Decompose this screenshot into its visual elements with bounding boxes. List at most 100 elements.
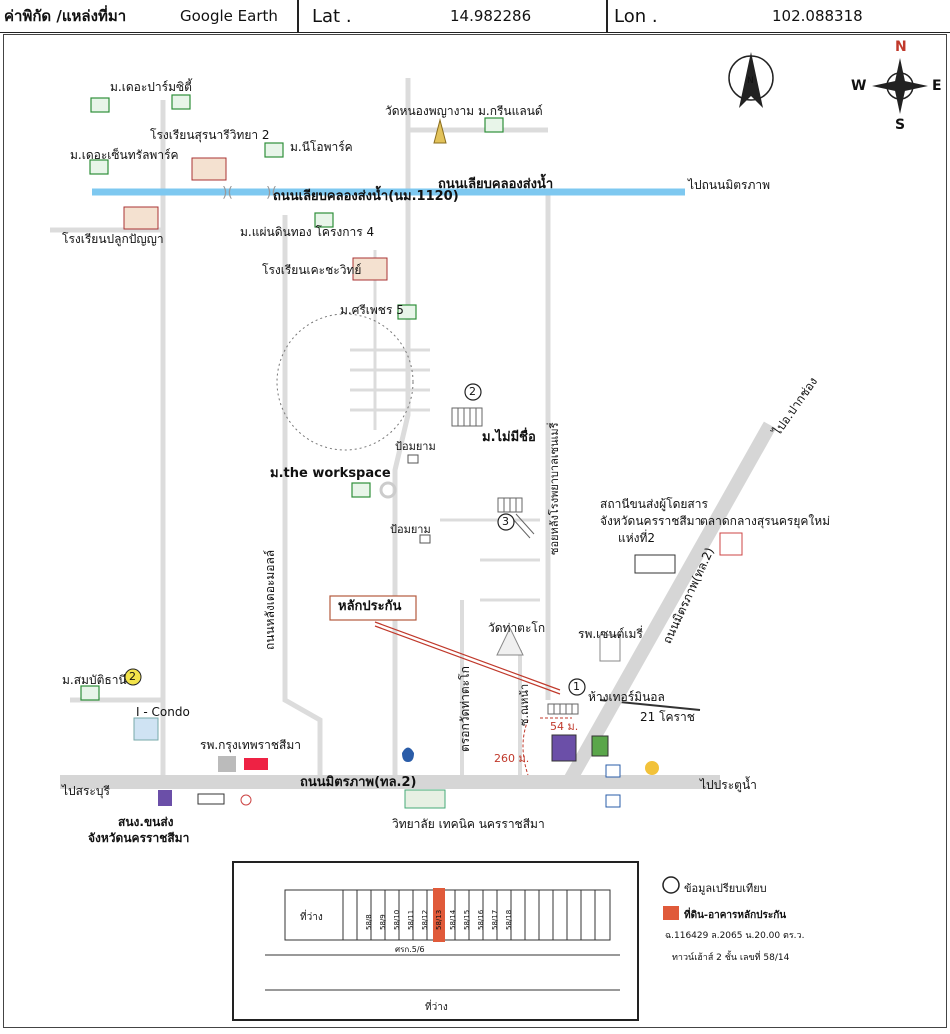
inset-unit-label: 58/17 [491, 909, 499, 930]
legend-desc: ทาวน์เฮ้าส์ 2 ชั้น เลขที่ 58/14 [672, 953, 790, 963]
soi-label: ซ.ณหน้า [518, 683, 531, 726]
compass-s: S [895, 117, 906, 133]
mittraphap-label: ถนนมิตรภาพ(ทล.2) [300, 775, 417, 790]
collateral-leader [374, 621, 561, 691]
house-icons [80, 94, 504, 701]
hospital-icon [599, 634, 621, 662]
road-line [440, 518, 540, 602]
place-label: I - Condo [136, 705, 190, 719]
place-label: โรงเรียนปลูกปัญญา [62, 232, 164, 246]
gas-station-icon [402, 747, 414, 762]
place-label: ม.กรีนแลนด์ [478, 104, 543, 118]
source-label: ค่าพิกัด /แหล่งที่มา [4, 7, 127, 25]
to-pratunam-label: ไปประตูน้ำ [700, 778, 757, 792]
inset-unit-label: 58/14 [449, 909, 457, 930]
guard-post-icon [407, 454, 419, 464]
inset-unit-label: 58/16 [477, 909, 485, 930]
compass-small-n: N [747, 76, 754, 86]
compass-small-icon [728, 52, 774, 108]
inset-unit-label: 58/11 [407, 909, 415, 930]
shop-icon [240, 794, 252, 806]
place-label: วัดท่าตะโก [488, 621, 546, 635]
header-divider [297, 0, 299, 32]
inset-unit-label: 58/8 [365, 914, 373, 930]
road-line [392, 78, 411, 775]
roundabout [379, 481, 397, 499]
inset-soi-label: ศรก.5/6 [395, 945, 425, 954]
header-bar: ค่าพิกัด /แหล่งที่มา Google Earth Lat . … [0, 0, 950, 33]
place-label: รพ.เซนต์เมรี่ [578, 627, 643, 641]
place-label: จังหวัดนครราชสีมา [88, 831, 190, 845]
chokchai-road-label: ซอยหลังโรงพยาบาลเซนเมรี่ [548, 422, 561, 555]
map-frame [3, 34, 947, 1028]
distance-label: 260 ม. [494, 752, 530, 765]
canal-road-label-2: ถนนเลียบคลองส่งน้ำ(นม.1120) [273, 189, 459, 204]
inset-vacant-bottom: ที่ว่าง [425, 1002, 448, 1013]
place-label: ม.เดอะปาร์มซิตี้ [110, 80, 192, 94]
to-saraburi-label: ไปสระบุรี [62, 784, 110, 798]
distance-arrow [522, 719, 529, 776]
compass-n: N [895, 39, 907, 55]
place-label: 21 โคราช [640, 710, 695, 724]
inset-unit-label: 58/18 [505, 909, 513, 930]
legend-deed: ฉ.116429 ล.2065 น.20.00 ตร.ว. [665, 931, 805, 941]
marker-sombat [124, 668, 142, 686]
place-label: ป้อมยาม [395, 440, 436, 453]
place-label: จังหวัดนครราชสีมา [600, 514, 702, 528]
canal-road-label: ถนนเลียบคลองส่งน้ำ [438, 177, 554, 192]
area-circle [276, 313, 414, 451]
inset-unit-label: 58/15 [463, 909, 471, 930]
shop-icon [197, 793, 225, 805]
place-label: วัดหนองพญางาม [385, 104, 475, 118]
header-divider [606, 0, 608, 32]
source-value: Google Earth [180, 7, 278, 25]
marker-number: 2 [129, 670, 136, 683]
marker-3 [497, 513, 515, 531]
inset-unit-label: 58/13 [435, 909, 443, 930]
place-label: วิทยาลัย เทคนิค นครราชสีมา [392, 817, 545, 831]
marker-number: 2 [469, 385, 476, 398]
road-network [50, 78, 701, 780]
compass-w: W [851, 78, 867, 94]
place-label: ม.สมบัติธานี [62, 673, 127, 687]
to-mittraphap-label: ไปถนนมิตรภาพ [688, 178, 771, 192]
place-label: ม.ศรีเพชร 5 [340, 303, 404, 317]
school-icons [123, 157, 446, 809]
collateral-label: หลักประกัน [338, 599, 402, 614]
office-icon [158, 790, 172, 806]
place-label: ป้อมยาม [390, 523, 431, 536]
place-label: ม.นีโอพาร์ค [290, 140, 353, 154]
place-label: ตลาดกลางสุรนครยุคใหม่ [700, 514, 831, 528]
marker-number: 1 [573, 680, 580, 693]
behind-mall-road-label: ถนนหลังเดอะมอลล์ [263, 549, 277, 650]
place-label: ม.the workspace [270, 466, 391, 481]
place-label: ม.ไม่มีชื่อ [482, 430, 536, 445]
lat-label: Lat . [312, 5, 352, 27]
bridge-icon: )( [266, 185, 277, 201]
place-label: ม.แผ่นดินทอง โครงการ 4 [240, 225, 375, 239]
road-line [350, 348, 430, 412]
marker-1 [568, 678, 586, 696]
unit-grid [451, 407, 579, 715]
compass-e: E [932, 78, 942, 94]
road-line [282, 215, 323, 775]
place-label: ห้างเทอร์มินอล [588, 690, 665, 704]
collateral-box [329, 595, 417, 621]
place-label: สนง.ขนส่ง [118, 815, 174, 829]
compass-rose-icon [872, 58, 928, 114]
inset-collateral-plot [433, 888, 445, 942]
hospital-icon [218, 756, 236, 772]
legend-comparison: ข้อมูลเปรียบเทียบ [684, 882, 767, 895]
place-label: โรงเรียนเคะชะวิทย์ [262, 263, 362, 277]
lat-value: 14.982286 [450, 7, 532, 25]
mittraphap-diagonal [563, 421, 777, 784]
temple-road-label: ตรอกวัดท่าตะโก [458, 666, 472, 752]
lon-label: Lon . [614, 5, 658, 27]
place-label: แห่งที่2 [618, 531, 656, 545]
bridge-icon: )( [222, 185, 233, 201]
bank-icon [605, 764, 621, 778]
bus-icon [634, 554, 676, 574]
temple-icons [433, 118, 524, 656]
legend-collateral-title: ที่ดิน-อาคารหลักประกัน [684, 910, 787, 921]
